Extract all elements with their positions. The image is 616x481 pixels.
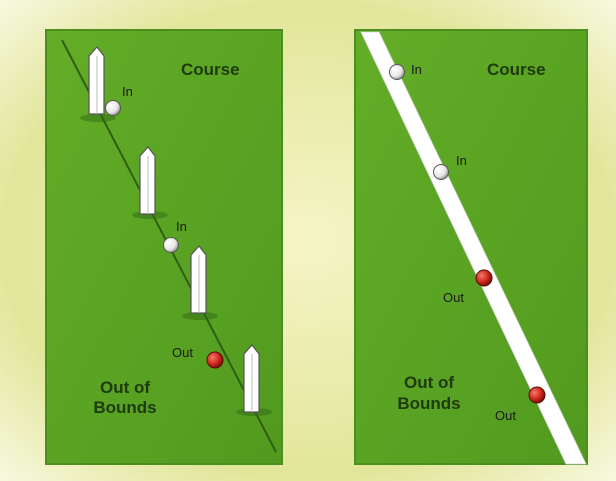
course-label-right: Course (487, 60, 546, 79)
ball-label-out-left: Out (172, 345, 193, 360)
ball-out-2-right (529, 387, 545, 403)
ball-in-2-right (434, 165, 449, 180)
ball-label-out-2-right: Out (495, 408, 516, 423)
out-of-bounds-label-left-line1: Out of (100, 378, 150, 397)
stake-3 (191, 246, 206, 313)
ball-label-in-2-right: In (456, 153, 467, 168)
ball-in-1-right (390, 65, 405, 80)
out-of-bounds-label-left-line2: Bounds (93, 398, 156, 417)
panel-painted-line: In In Out Out Course Out of Bounds (355, 30, 587, 464)
ball-label-in-1-left: In (122, 84, 133, 99)
stake-4 (244, 345, 259, 412)
stake-1 (89, 47, 104, 114)
out-of-bounds-label-right-line2: Bounds (397, 394, 460, 413)
ball-label-in-2-left: In (176, 219, 187, 234)
ball-out-left (207, 352, 223, 368)
stake-2 (140, 147, 155, 214)
ball-in-1-left (106, 101, 121, 116)
ball-label-in-1-right: In (411, 62, 422, 77)
course-label-left: Course (181, 60, 240, 79)
panel-stakes: In In Out Course Out of Bounds (46, 30, 282, 464)
ball-label-out-1-right: Out (443, 290, 464, 305)
ball-out-1-right (476, 270, 492, 286)
ball-in-2-left (164, 238, 179, 253)
out-of-bounds-label-right-line1: Out of (404, 373, 454, 392)
